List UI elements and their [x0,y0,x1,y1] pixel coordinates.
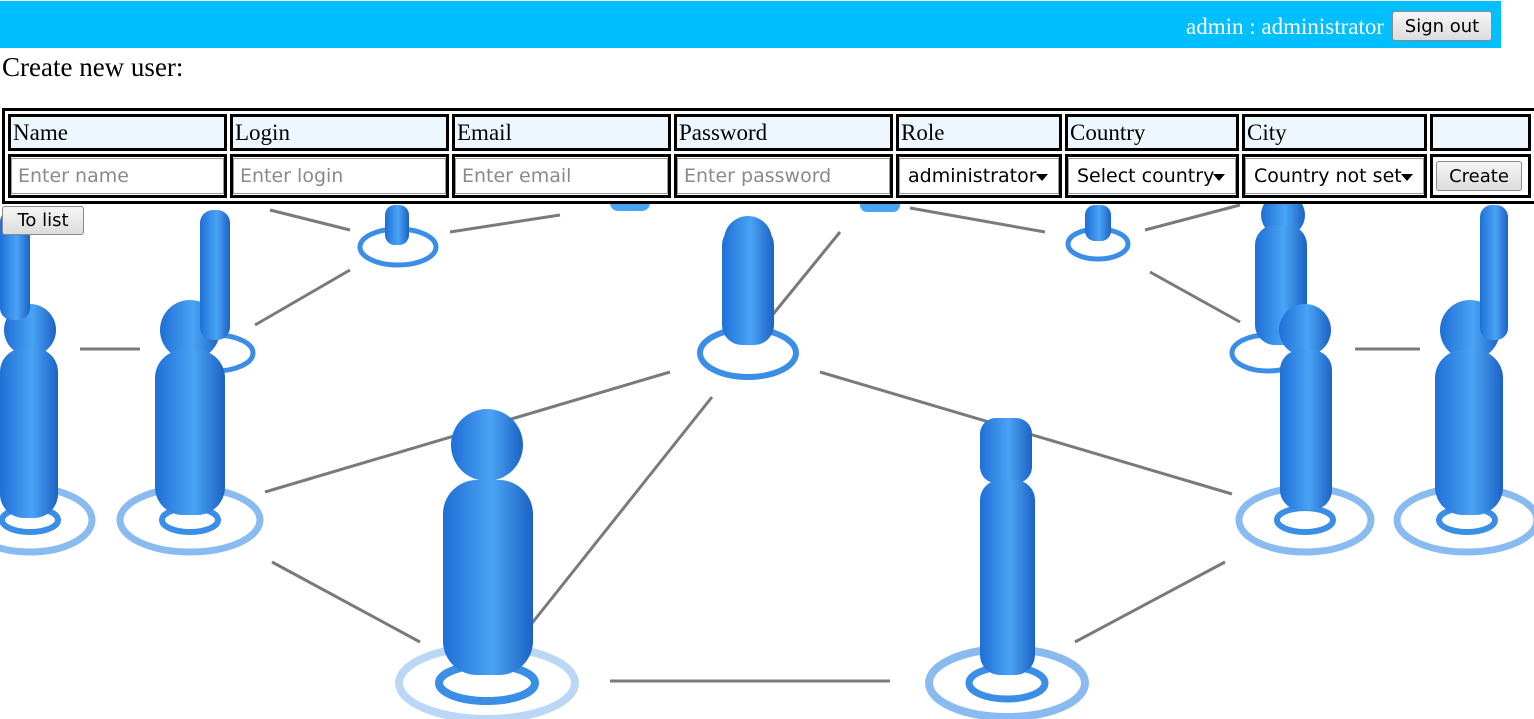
city-select-value: Country not set [1254,165,1402,188]
chevron-down-icon [1036,174,1048,182]
action-cell: Create [1430,154,1531,198]
email-cell [452,154,671,198]
current-user-label: admin : administrator [1185,14,1384,39]
form-header-row: Name Login Email Password Role Country C… [8,114,1531,152]
role-select[interactable]: administrator [899,158,1059,195]
column-header-password: Password [674,114,893,152]
create-user-form: Name Login Email Password Role Country C… [2,108,1534,204]
role-select-value: administrator [908,165,1037,188]
to-list-button[interactable]: To list [2,206,84,235]
email-input[interactable] [455,158,668,195]
chevron-down-icon [1401,174,1413,182]
chevron-down-icon [1213,174,1225,182]
country-select-value: Select country [1077,165,1215,188]
sign-out-button[interactable]: Sign out [1392,11,1492,41]
page-title: Create new user: [2,52,184,82]
create-button[interactable]: Create [1436,161,1522,192]
name-input[interactable] [11,158,224,195]
column-header-name: Name [8,114,227,152]
column-header-role: Role [896,114,1062,152]
column-header-country: Country [1065,114,1239,152]
country-cell: Select country [1065,154,1239,198]
column-header-email: Email [452,114,671,152]
country-select[interactable]: Select country [1068,158,1236,195]
login-cell [230,154,449,198]
column-header-city: City [1242,114,1427,152]
city-select[interactable]: Country not set [1245,158,1424,195]
password-input[interactable] [677,158,890,195]
top-bar: admin : administrator Sign out [0,1,1501,48]
city-cell: Country not set [1242,154,1427,198]
column-header-login: Login [230,114,449,152]
column-header-action [1430,114,1531,152]
form-input-row: administrator Select country Country not… [8,154,1531,198]
role-cell: administrator [896,154,1062,198]
password-cell [674,154,893,198]
name-cell [8,154,227,198]
login-input[interactable] [233,158,446,195]
